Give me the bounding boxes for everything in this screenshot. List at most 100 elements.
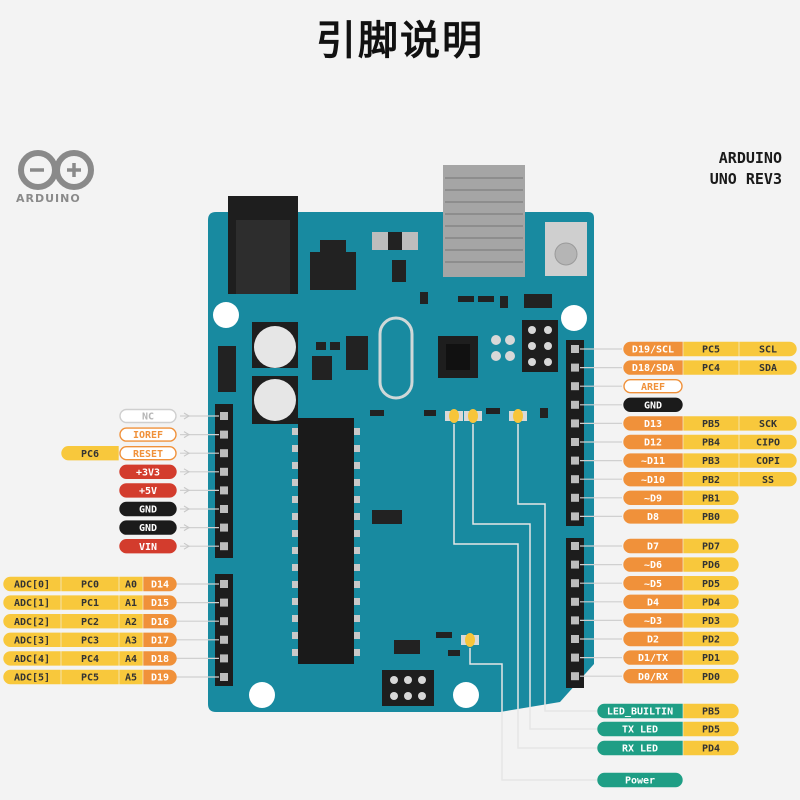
port-pd1: PD1 xyxy=(683,650,739,665)
port-pb1: PB1 xyxy=(683,490,739,505)
pin-vin-bg xyxy=(119,539,177,554)
header-pin-right xyxy=(571,512,579,521)
adc-0: ADC[0] xyxy=(3,576,61,592)
header-pin-right xyxy=(571,493,579,502)
pin-vin-text: VIN xyxy=(139,542,157,553)
pin-gnd-bg xyxy=(119,520,177,535)
chip-pin xyxy=(354,428,360,435)
chip-pin xyxy=(354,564,360,571)
func-sda-bg xyxy=(739,360,797,375)
port-pb3-text: PB3 xyxy=(702,456,720,467)
port-pc2-text: PC2 xyxy=(81,617,99,628)
chip-pin xyxy=(292,547,298,554)
port-pd1-text: PD1 xyxy=(702,653,720,664)
port-pd4-led: PD4 xyxy=(683,740,739,756)
port-pc6-bg xyxy=(61,446,119,461)
chip-pin xyxy=(292,564,298,571)
analog-a1-bg xyxy=(119,595,143,610)
adc-2-text: ADC[2] xyxy=(14,617,50,628)
pin-d19: D19 xyxy=(143,669,177,685)
adc-2-bg xyxy=(3,614,61,629)
port-pd7-bg xyxy=(683,538,739,554)
led-led-builtin: LED_BUILTIN xyxy=(597,703,683,719)
port-pd5-text: PD5 xyxy=(702,579,720,590)
analog-a2-bg xyxy=(119,614,143,629)
pin-d16: D16 xyxy=(143,614,177,629)
chip-pin xyxy=(292,530,298,537)
analog-a2: A2 xyxy=(119,614,143,629)
pin-d15: D15 xyxy=(143,595,177,610)
header-pin-right xyxy=(571,345,579,353)
pin-d3-text: ~D3 xyxy=(644,616,662,627)
header-pin-left xyxy=(220,430,228,439)
adc-5-bg xyxy=(3,669,61,685)
port-pb0-text: PB0 xyxy=(702,512,720,523)
pin-d18sda-text: D18/SDA xyxy=(632,363,674,374)
adc-3: ADC[3] xyxy=(3,632,61,647)
led-led-builtin-text: LED_BUILTIN xyxy=(607,707,673,718)
header-pin-left xyxy=(220,542,228,551)
port-pd1-bg xyxy=(683,650,739,665)
pin-5v: +5V xyxy=(119,483,177,498)
port-pd6-bg xyxy=(683,557,739,572)
port-pb5: PB5 xyxy=(683,416,739,431)
led-power-bg xyxy=(597,772,683,788)
pin-gnd-text: GND xyxy=(139,505,157,516)
pin-d10-text: ~D10 xyxy=(641,475,665,486)
chip-pin xyxy=(292,615,298,622)
pin-d17-bg xyxy=(143,632,177,647)
port-pc6-text: PC6 xyxy=(81,449,99,460)
func-scl-bg xyxy=(739,341,797,357)
port-pc4: PC4 xyxy=(61,651,119,666)
analog-a0-bg xyxy=(119,576,143,592)
port-pc5: PC5 xyxy=(683,341,739,357)
func-sck-bg xyxy=(739,416,797,431)
arrow-icon xyxy=(183,542,191,550)
adc-3-bg xyxy=(3,632,61,647)
chip-pin xyxy=(292,513,298,520)
pin-d10-bg xyxy=(623,472,683,487)
pin-d8-bg xyxy=(623,509,683,524)
chip-pin xyxy=(354,462,360,469)
pin-ioref-text: IOREF xyxy=(133,430,163,441)
port-pd4-led-bg xyxy=(683,740,739,756)
port-pb2-text: PB2 xyxy=(702,475,720,486)
port-pc5: PC5 xyxy=(61,669,119,685)
pin-5v-text: +5V xyxy=(139,486,157,497)
adc-2: ADC[2] xyxy=(3,614,61,629)
chip-pin xyxy=(354,649,360,656)
led-power: Power xyxy=(597,772,683,788)
port-pb5-text: PB5 xyxy=(702,419,720,430)
func-cipo: CIPO xyxy=(739,434,797,450)
pin-d0rx: D0/RX xyxy=(623,669,683,684)
pin-d3: ~D3 xyxy=(623,613,683,628)
arrow-icon xyxy=(183,468,191,476)
port-pc4: PC4 xyxy=(683,360,739,375)
header-pin-right xyxy=(571,400,579,409)
chip-pin xyxy=(354,615,360,622)
header-pin-right xyxy=(571,560,579,569)
pin-d15-bg xyxy=(143,595,177,610)
pin-d6-bg xyxy=(623,557,683,572)
board-name: ARDUINO UNO REV3 xyxy=(710,148,782,190)
port-pc5-bg xyxy=(683,341,739,357)
header-pin-left-analog xyxy=(220,635,228,644)
pin-gnd-text: GND xyxy=(139,523,157,534)
pin-d17: D17 xyxy=(143,632,177,647)
header-pin-right xyxy=(571,672,579,681)
pin-d1tx-bg xyxy=(623,650,683,665)
pin-aref: AREF xyxy=(623,379,683,394)
analog-a0: A0 xyxy=(119,576,143,592)
analog-a3-bg xyxy=(119,632,143,647)
pin-d7-bg xyxy=(623,538,683,554)
pin-3v3: +3V3 xyxy=(119,464,177,479)
pin-d5: ~D5 xyxy=(623,576,683,591)
pin-d11: ~D11 xyxy=(623,453,683,468)
header-pin-left xyxy=(220,505,228,513)
board-name-line1: ARDUINO xyxy=(718,149,782,167)
board-name-line2: UNO REV3 xyxy=(709,170,782,188)
pin-reset: RESET xyxy=(119,446,177,461)
port-pc5-bg xyxy=(61,669,119,685)
port-pb5-bg xyxy=(683,416,739,431)
